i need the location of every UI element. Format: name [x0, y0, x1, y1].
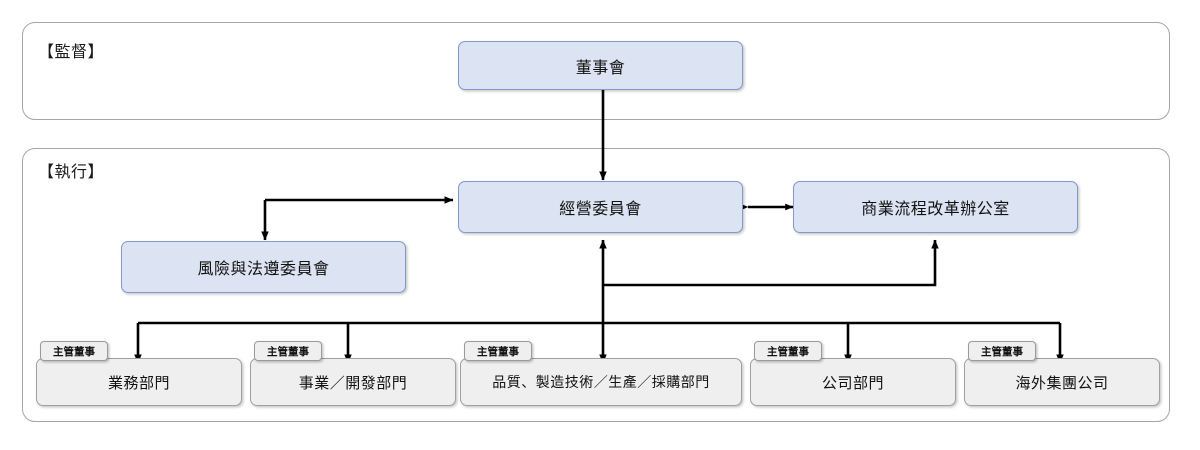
- tab-corporate-director: 主管董事: [754, 341, 822, 361]
- node-department-business-dev[interactable]: 事業／開發部門: [250, 358, 456, 406]
- tab-business-dev-director: 主管董事: [254, 341, 322, 361]
- tab-overseas-director: 主管董事: [968, 341, 1036, 361]
- tab-sales-director: 主管董事: [40, 341, 108, 361]
- group-label-supervision: 【監督】: [38, 42, 105, 61]
- node-department-quality[interactable]: 品質、製造技術／生產／採購部門: [460, 358, 742, 406]
- edge-bus-to-bpro: [603, 239, 939, 287]
- group-execution: [22, 148, 1170, 422]
- node-department-overseas[interactable]: 海外集團公司: [964, 358, 1160, 406]
- node-department-sales[interactable]: 業務部門: [36, 358, 242, 406]
- node-board[interactable]: 董事會: [458, 41, 743, 90]
- group-label-execution: 【執行】: [38, 162, 105, 181]
- tab-quality-director: 主管董事: [464, 341, 532, 361]
- group-supervision: [22, 22, 1170, 120]
- node-management-committee[interactable]: 經營委員會: [458, 181, 743, 233]
- node-department-corporate[interactable]: 公司部門: [750, 358, 956, 406]
- node-risk-compliance-committee[interactable]: 風險與法遵委員會: [121, 241, 406, 293]
- node-business-process-reform-office[interactable]: 商業流程改革辦公室: [793, 181, 1078, 233]
